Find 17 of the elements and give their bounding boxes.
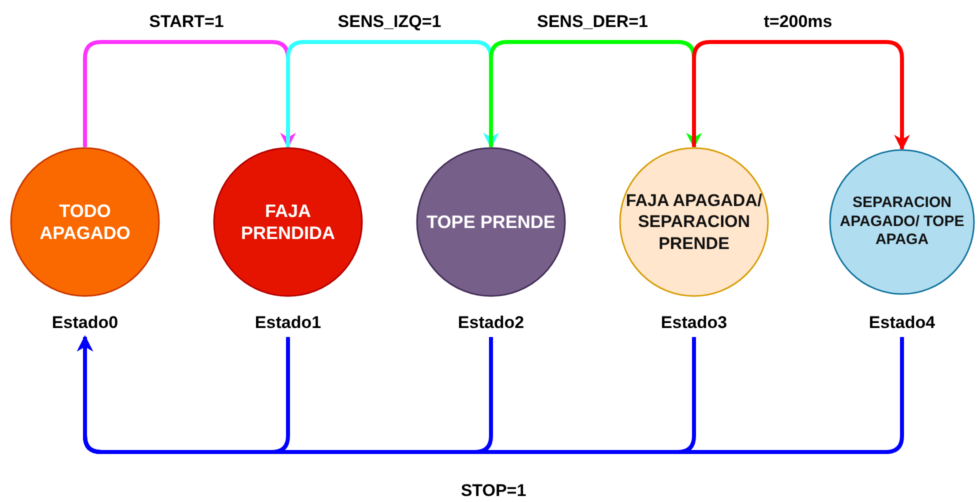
state-name: Estado4 (868, 313, 936, 333)
edge-label: START=1 (149, 12, 224, 32)
edge-label: SENS_IZQ=1 (338, 12, 442, 32)
edge-label: SENS_DER=1 (536, 12, 648, 32)
edge-label: t=200ms (764, 12, 832, 32)
state-label: FAJA APAGADA/ SEPARACION PRENDE (624, 190, 764, 254)
state-name: Estado0 (50, 313, 120, 333)
state-label: FAJA PRENDIDA (240, 200, 336, 244)
state-label: TODO APAGADO (38, 200, 132, 244)
arrow (77, 335, 290, 454)
state-name: Estado1 (254, 313, 322, 333)
arrow (692, 40, 910, 151)
state-name: Estado2 (456, 313, 526, 333)
edge-label: STOP=1 (460, 481, 526, 501)
state-label: SEPARACION APAGADO/ TOPE APAGA (838, 194, 966, 250)
state-name: Estado3 (660, 313, 728, 333)
state-label: TOPE PRENDE (426, 210, 556, 234)
